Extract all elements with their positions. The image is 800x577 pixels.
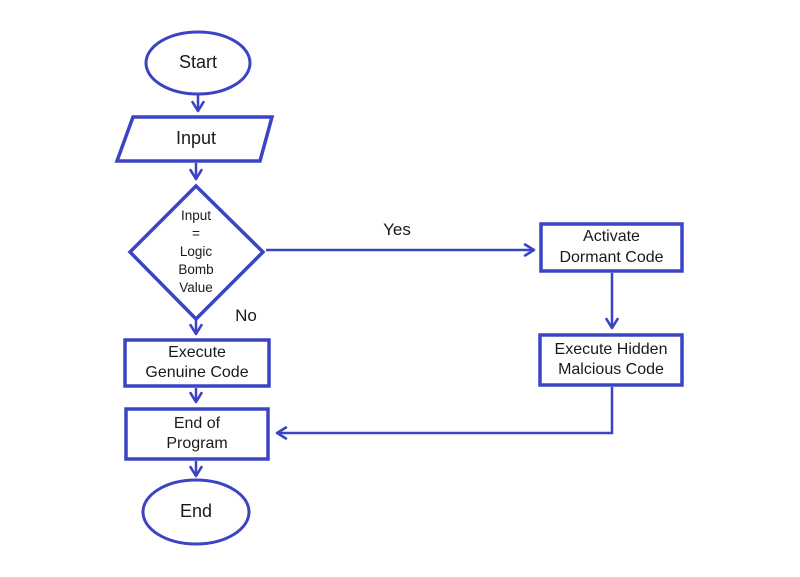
decision-diamond — [127, 183, 266, 322]
end-oval — [141, 478, 251, 546]
execute-hidden-rect — [538, 333, 684, 387]
activate-dormant-rect — [539, 222, 684, 273]
start-oval — [144, 30, 252, 96]
edge-hidden-to-endprogram — [275, 387, 614, 440]
input-parallelogram — [114, 115, 275, 163]
execute-genuine-rect — [123, 338, 271, 388]
end-of-program-rect — [124, 407, 270, 461]
